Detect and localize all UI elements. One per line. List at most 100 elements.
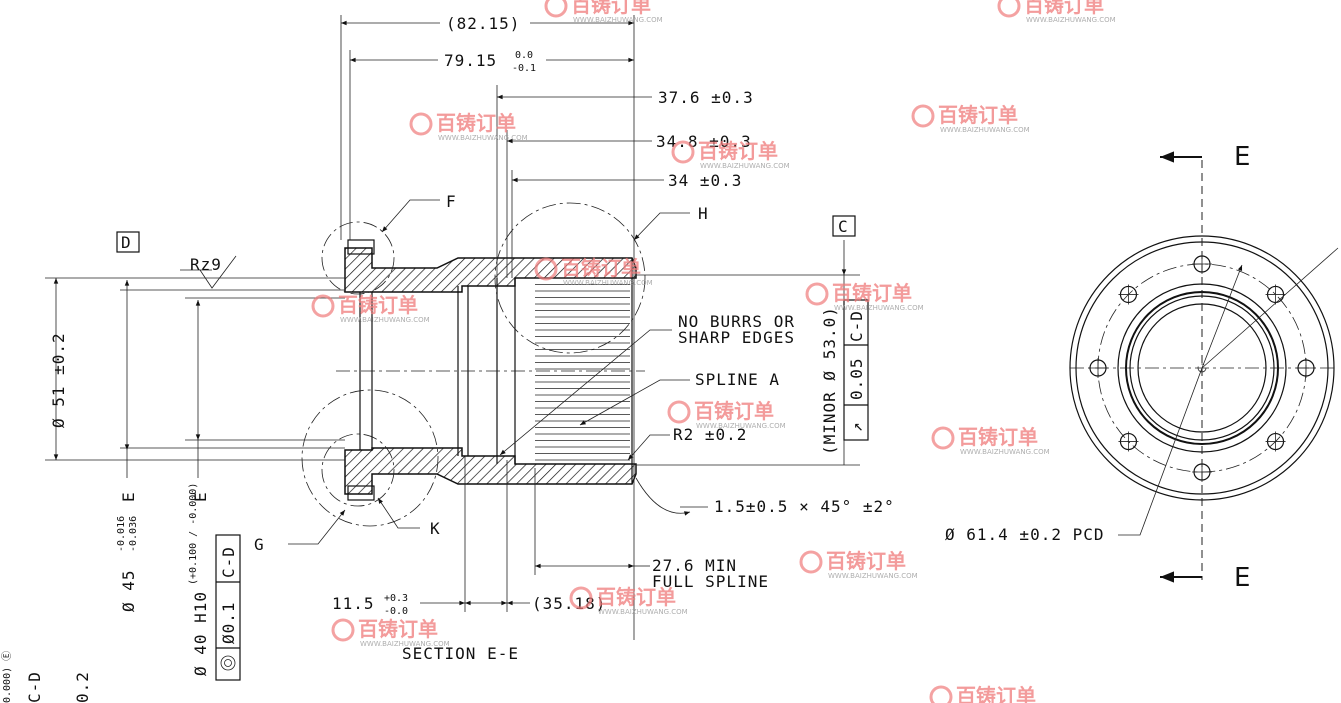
watermark-url: WWW.BAIZHUWANG.COM — [340, 316, 430, 324]
fcf-pos-val: Ø0.1 — [219, 601, 238, 644]
datum-c-box — [832, 215, 856, 237]
dim-35-18: (35.18) — [532, 594, 606, 613]
watermark-logo-icon — [331, 618, 355, 642]
watermark-brand: 百铸订单 — [698, 139, 778, 163]
edge-left-text-2: C-D — [25, 671, 44, 703]
watermark-logo-icon — [997, 0, 1021, 18]
watermark-url: WWW.BAIZHUWANG.COM — [598, 608, 688, 616]
watermark-url: WWW.BAIZHUWANG.COM — [940, 126, 1030, 134]
fcf-runout-val: 0.05 — [847, 357, 866, 400]
fcf-runout-ref: C-D — [847, 310, 866, 342]
watermark-url: WWW.BAIZHUWANG.COM — [573, 16, 663, 24]
section-mark-e-top: E — [1234, 142, 1250, 172]
dim-minor-dia: (MINOR Ø 53.0) — [820, 306, 839, 455]
dim-11-5-tol-lower: -0.0 — [384, 606, 408, 617]
dim-bore-40-tol: (+0.100 / -0.000) — [188, 483, 199, 585]
dim-11-5: 11.5 — [332, 594, 375, 613]
watermark-logo-icon — [534, 257, 558, 281]
watermark-logo-icon — [544, 0, 568, 18]
detail-circles — [301, 202, 646, 527]
watermark-url: WWW.BAIZHUWANG.COM — [438, 134, 528, 142]
watermark-brand: 百铸订单 — [956, 684, 1036, 703]
watermark-brand: 百铸订单 — [958, 425, 1038, 449]
datum-d: D — [121, 233, 132, 252]
datum-e-circle-2: E — [191, 491, 210, 502]
watermark-url: WWW.BAIZHUWANG.COM — [828, 572, 918, 580]
fcf-runout-sym: ↗ — [847, 421, 866, 432]
callout-k: K — [430, 519, 441, 538]
watermark-logo-icon — [805, 282, 829, 306]
edge-left-text-1: 0.000) Ⓔ — [1, 651, 13, 703]
watermark-brand: 百铸订单 — [596, 585, 676, 609]
section-title: SECTION E-E — [402, 644, 519, 663]
dim-34: 34 ±0.3 — [668, 171, 742, 190]
callout-leaders — [288, 199, 690, 545]
dim-chamfer: 1.5±0.5 × 45° ±2° — [714, 497, 895, 516]
watermark-brand: 百铸订单 — [832, 281, 912, 305]
callout-g: G — [254, 535, 265, 554]
bolt-holes — [1088, 254, 1316, 482]
dim-overall-ref: (82.15) — [446, 14, 520, 33]
datum-d-box — [116, 231, 140, 253]
edge-left-text-3: 0.2 — [73, 671, 92, 703]
watermark-brand: 百铸订单 — [938, 103, 1018, 127]
dim-radius: R2 ±0.2 — [673, 425, 747, 444]
watermark-logo-icon — [311, 294, 335, 318]
watermark-logo-icon — [799, 550, 823, 574]
fcf-position — [215, 534, 241, 681]
dim-outer-dia: Ø 51 ±0.2 — [49, 332, 68, 428]
dim-pcd: Ø 61.4 ±0.2 PCD — [945, 525, 1105, 544]
datum-c: C — [838, 217, 849, 236]
watermark-url: WWW.BAIZHUWANG.COM — [563, 279, 653, 287]
watermark-logo-icon — [569, 586, 593, 610]
watermark-url: WWW.BAIZHUWANG.COM — [1026, 16, 1116, 24]
watermark-brand: 百铸订单 — [561, 256, 641, 280]
roughness-label: Rz9 — [190, 255, 222, 274]
dim-37-6: 37.6 ±0.3 — [658, 88, 754, 107]
watermark-logo-icon — [929, 685, 953, 703]
note-burrs-2: SHARP EDGES — [678, 328, 795, 347]
dim-11-5-tol-upper: +0.3 — [384, 593, 408, 604]
dim-spline-min-1: 27.6 MIN — [652, 556, 737, 575]
datum-e-circle-1: E — [119, 491, 138, 502]
watermark-logo-icon — [671, 140, 695, 164]
dim-length: 79.15 — [444, 51, 497, 70]
watermark-brand: 百铸订单 — [694, 399, 774, 423]
watermark-url: WWW.BAIZHUWANG.COM — [360, 640, 450, 648]
watermark-url: WWW.BAIZHUWANG.COM — [696, 422, 786, 430]
section-mark-e-bottom: E — [1234, 563, 1250, 593]
dim-bore-40: Ø 40 H10 — [191, 591, 210, 676]
watermark-brand: 百铸订单 — [338, 293, 418, 317]
watermark-logo-icon — [911, 104, 935, 128]
note-spline: SPLINE A — [695, 370, 780, 389]
dim-bore-45-tol-upper: -0.016 — [116, 516, 127, 552]
watermark-brand: 百铸订单 — [436, 111, 516, 135]
note-burrs-1: NO BURRS OR — [678, 312, 795, 331]
watermark-brand: 百铸订单 — [358, 617, 438, 641]
watermark-url: WWW.BAIZHUWANG.COM — [700, 162, 790, 170]
watermark-logo-icon — [931, 426, 955, 450]
dim-bore-45-tol-lower: -0.036 — [128, 516, 139, 552]
dim-bore-45: Ø 45 — [119, 569, 138, 612]
watermark-brand: 百铸订单 — [1024, 0, 1104, 17]
watermark-url: WWW.BAIZHUWANG.COM — [960, 448, 1050, 456]
fcf-runout — [843, 299, 869, 441]
watermark-brand: 百铸订单 — [571, 0, 651, 17]
dim-34-8: 34.8 ±0.3 — [656, 132, 752, 151]
callout-h: H — [698, 204, 709, 223]
